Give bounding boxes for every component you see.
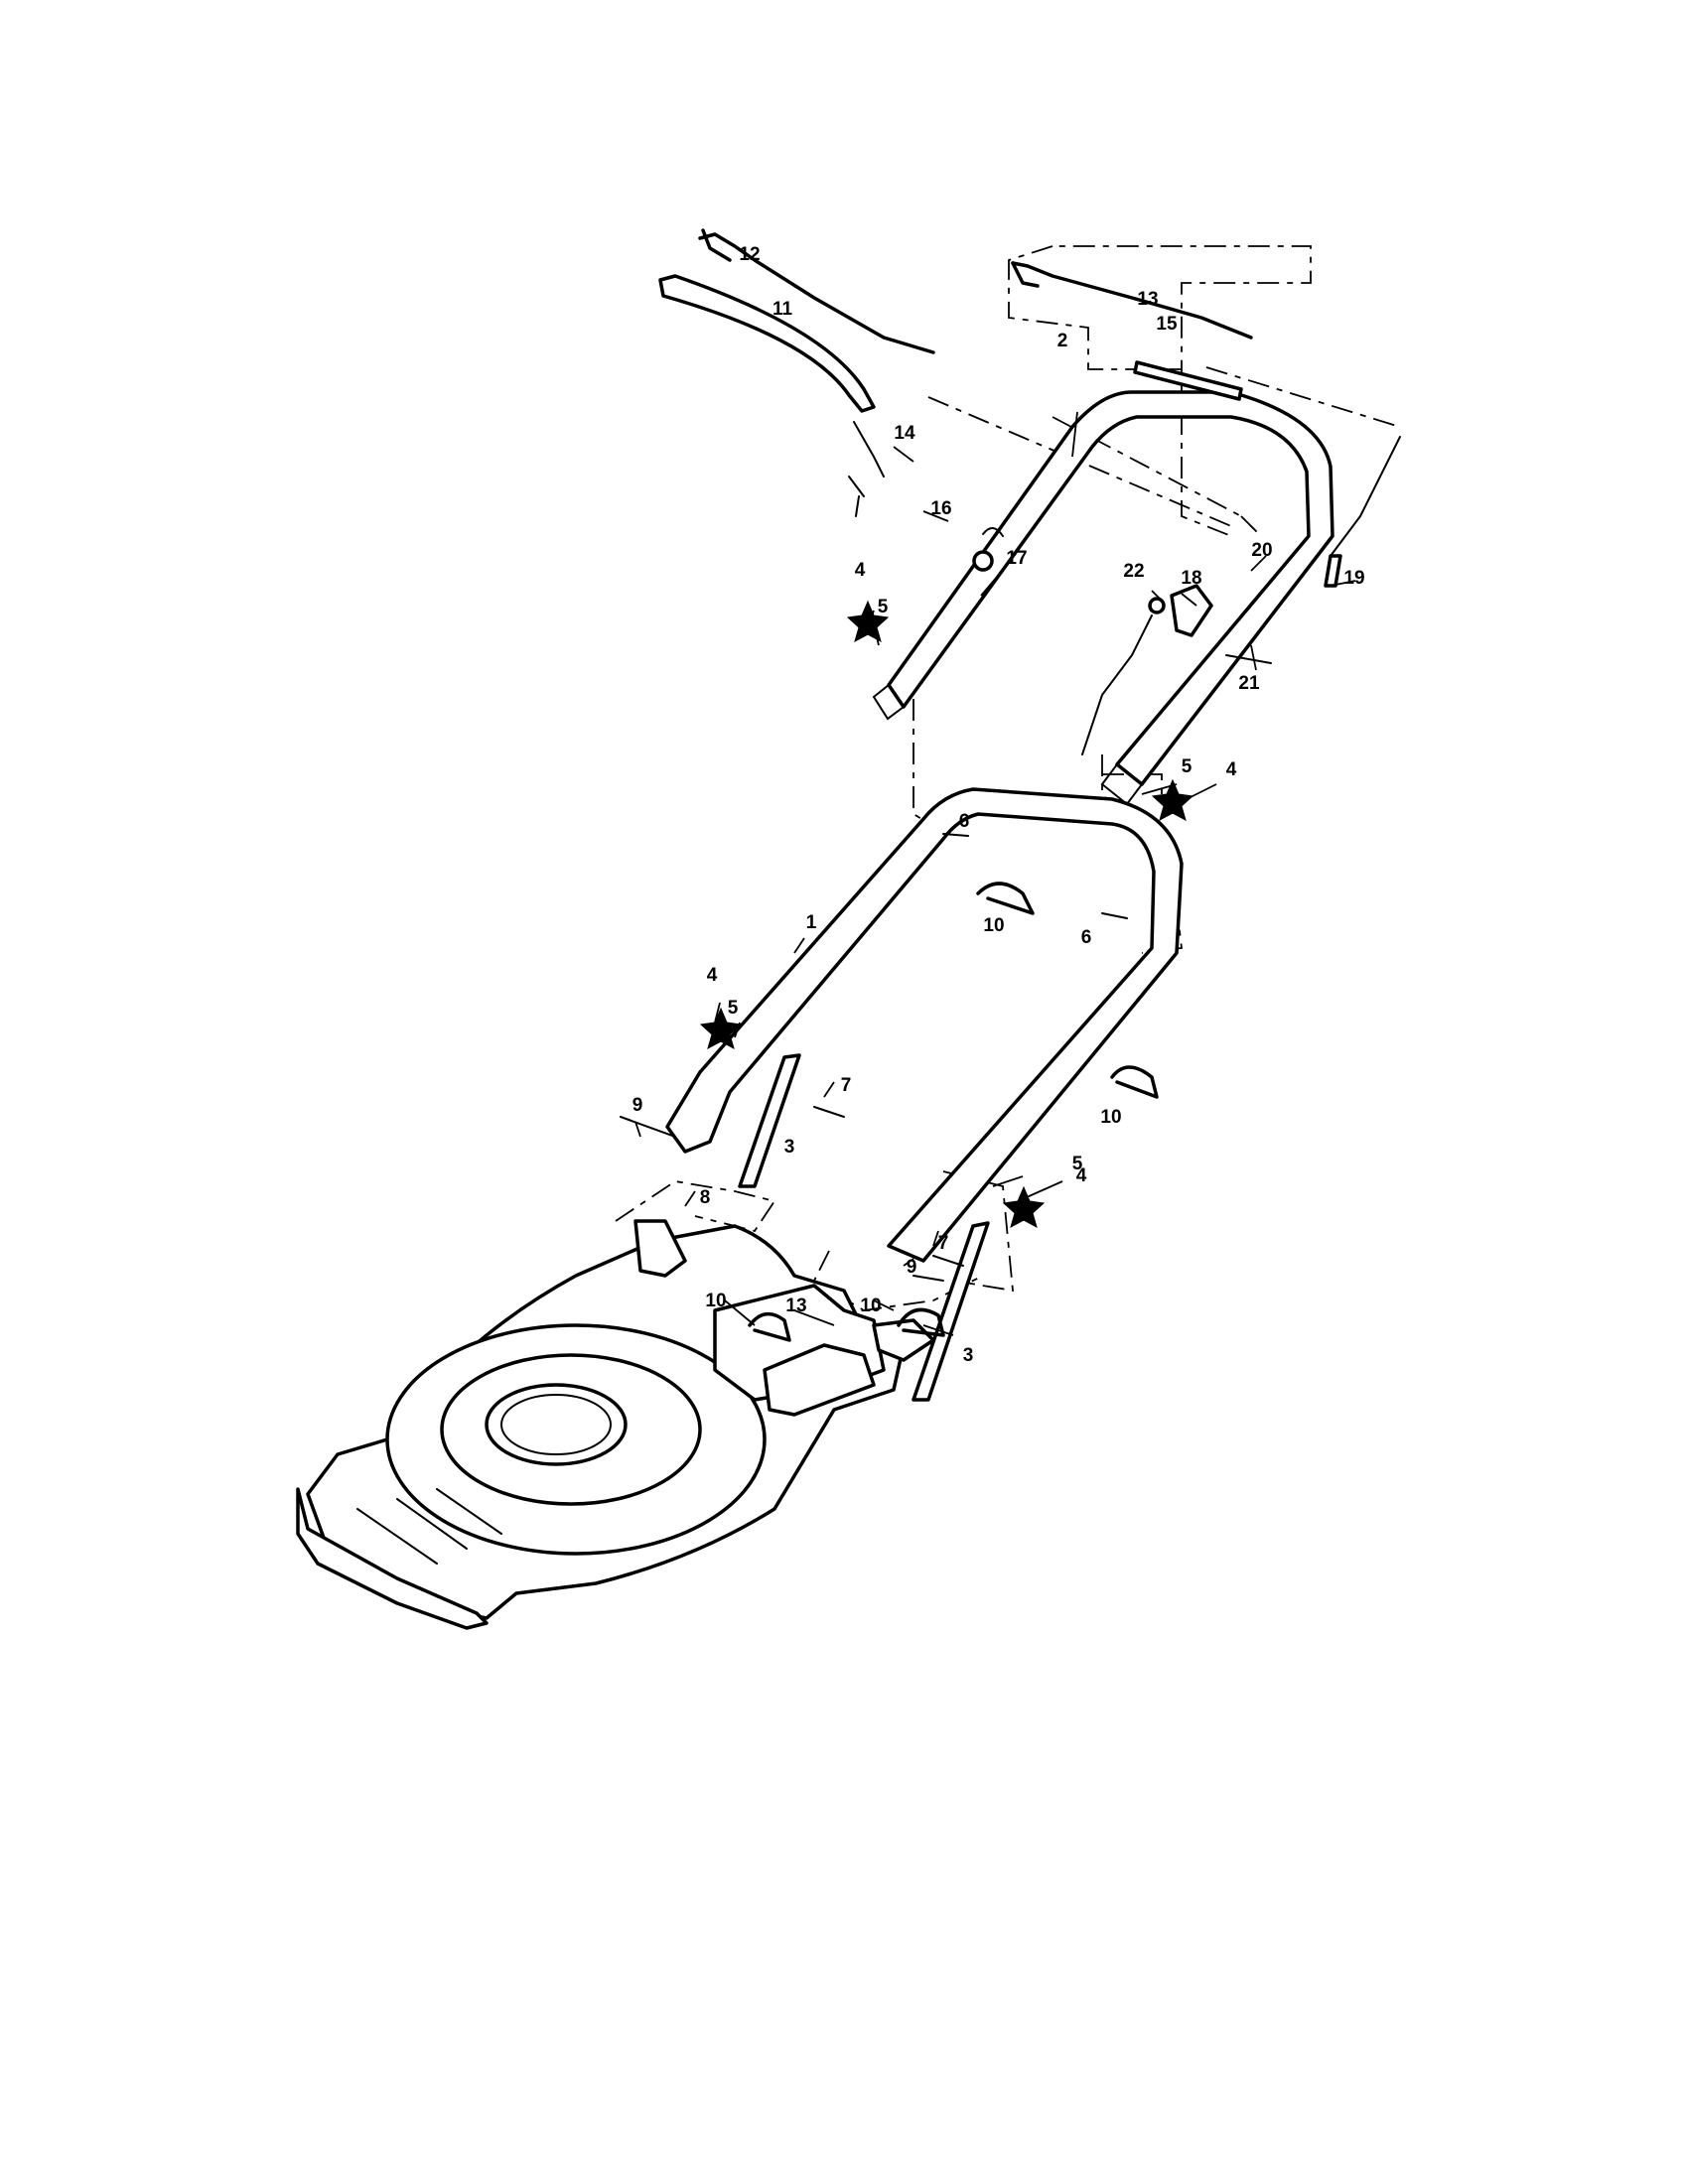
callout-6: 6 (1081, 927, 1092, 948)
callout-13: 13 (785, 1296, 806, 1316)
callout-15: 15 (1156, 314, 1178, 335)
callout-9: 9 (632, 1095, 643, 1116)
callout-10: 10 (705, 1291, 726, 1311)
callout-17: 17 (1006, 548, 1027, 569)
star-knob-icon (846, 600, 890, 643)
callout-20: 20 (1251, 540, 1272, 561)
callout-7: 7 (841, 1075, 852, 1096)
callout-3: 3 (784, 1137, 795, 1158)
callout-13: 13 (1137, 289, 1158, 310)
star-knob-icon (699, 1007, 743, 1050)
callout-16: 16 (930, 498, 951, 519)
mower-deck (296, 1219, 935, 1630)
callout-10: 10 (1100, 1107, 1121, 1128)
callout-22: 22 (1123, 561, 1144, 582)
upper-handle (872, 390, 1334, 806)
callout-7: 7 (938, 1233, 949, 1254)
callout-9: 9 (907, 1257, 917, 1278)
callout-5: 5 (728, 998, 739, 1019)
callout-12: 12 (739, 244, 760, 265)
callout-6: 6 (959, 811, 970, 832)
callout-5: 5 (1182, 756, 1193, 777)
callout-14: 14 (894, 423, 915, 444)
callout-5: 5 (1072, 1154, 1083, 1174)
callout-labels: 12 11 13 15 2 14 16 17 20 22 18 19 4 5 2… (632, 244, 1365, 1366)
callout-5: 5 (878, 597, 889, 617)
callout-4: 4 (707, 965, 718, 986)
callout-1: 1 (806, 912, 817, 933)
callout-3: 3 (963, 1345, 974, 1366)
control-bars (658, 228, 1401, 755)
callout-11: 11 (772, 299, 793, 320)
callout-10: 10 (983, 915, 1004, 936)
leader-lines (634, 411, 1356, 1336)
callout-18: 18 (1181, 568, 1201, 589)
callout-4: 4 (855, 560, 866, 581)
star-knob-icon (1151, 778, 1194, 822)
lower-handle (665, 787, 1184, 1263)
callout-8: 8 (700, 1187, 711, 1208)
callout-19: 19 (1343, 568, 1364, 589)
callout-2: 2 (1057, 331, 1068, 351)
callout-21: 21 (1238, 673, 1260, 694)
callout-4: 4 (1226, 759, 1237, 780)
callout-10: 10 (860, 1296, 881, 1316)
callout-4: 4 (1076, 1165, 1087, 1186)
